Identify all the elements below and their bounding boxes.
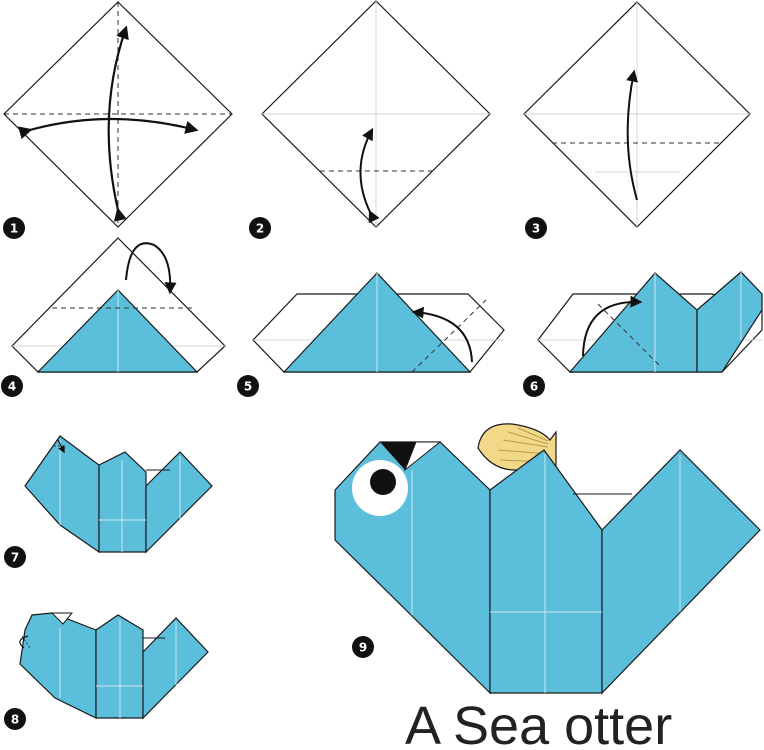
horizontal-fold-arrow <box>18 117 199 140</box>
fold-arrow <box>411 306 473 363</box>
eye-pupil <box>370 469 396 495</box>
fold-down-arrow <box>125 242 177 295</box>
fold-arrow <box>359 127 380 224</box>
step-1-diagram <box>3 1 233 228</box>
step-4-diagram <box>11 237 226 373</box>
step-2-diagram <box>261 0 491 228</box>
step-8-number: 8 <box>11 713 19 727</box>
step-3-number: 3 <box>532 222 540 236</box>
step-4-badge: 4 <box>1 375 23 397</box>
step-6-diagram <box>537 271 763 373</box>
step-3-badge: 3 <box>525 217 547 239</box>
step-1-number: 1 <box>10 222 18 236</box>
fold-up-arrow <box>626 69 638 201</box>
step-4-number: 4 <box>8 380 16 394</box>
step-8-badge: 8 <box>4 708 26 730</box>
step-7-diagram <box>24 435 213 554</box>
right-panel <box>601 449 761 695</box>
vertical-fold-arrow <box>107 25 129 222</box>
diagram-title: A Sea otter <box>405 696 672 750</box>
step-8-diagram <box>19 612 209 720</box>
ear <box>380 442 416 470</box>
step-5-number: 5 <box>244 380 252 394</box>
step-6-badge: 6 <box>523 375 545 397</box>
step-5-badge: 5 <box>237 375 259 397</box>
step-2-badge: 2 <box>249 217 271 239</box>
step-7-badge: 7 <box>4 546 26 568</box>
step-1-badge: 1 <box>3 217 25 239</box>
step-7-number: 7 <box>11 551 19 565</box>
fold-arrow <box>582 295 643 357</box>
step-9-number: 9 <box>359 641 367 655</box>
step-2-number: 2 <box>256 222 264 236</box>
step-3-diagram <box>523 1 751 228</box>
step-5-diagram <box>252 272 505 373</box>
step-9-diagram <box>334 423 761 695</box>
step-9-badge: 9 <box>352 636 374 658</box>
middle-panel <box>489 449 603 694</box>
step-6-number: 6 <box>530 380 538 394</box>
